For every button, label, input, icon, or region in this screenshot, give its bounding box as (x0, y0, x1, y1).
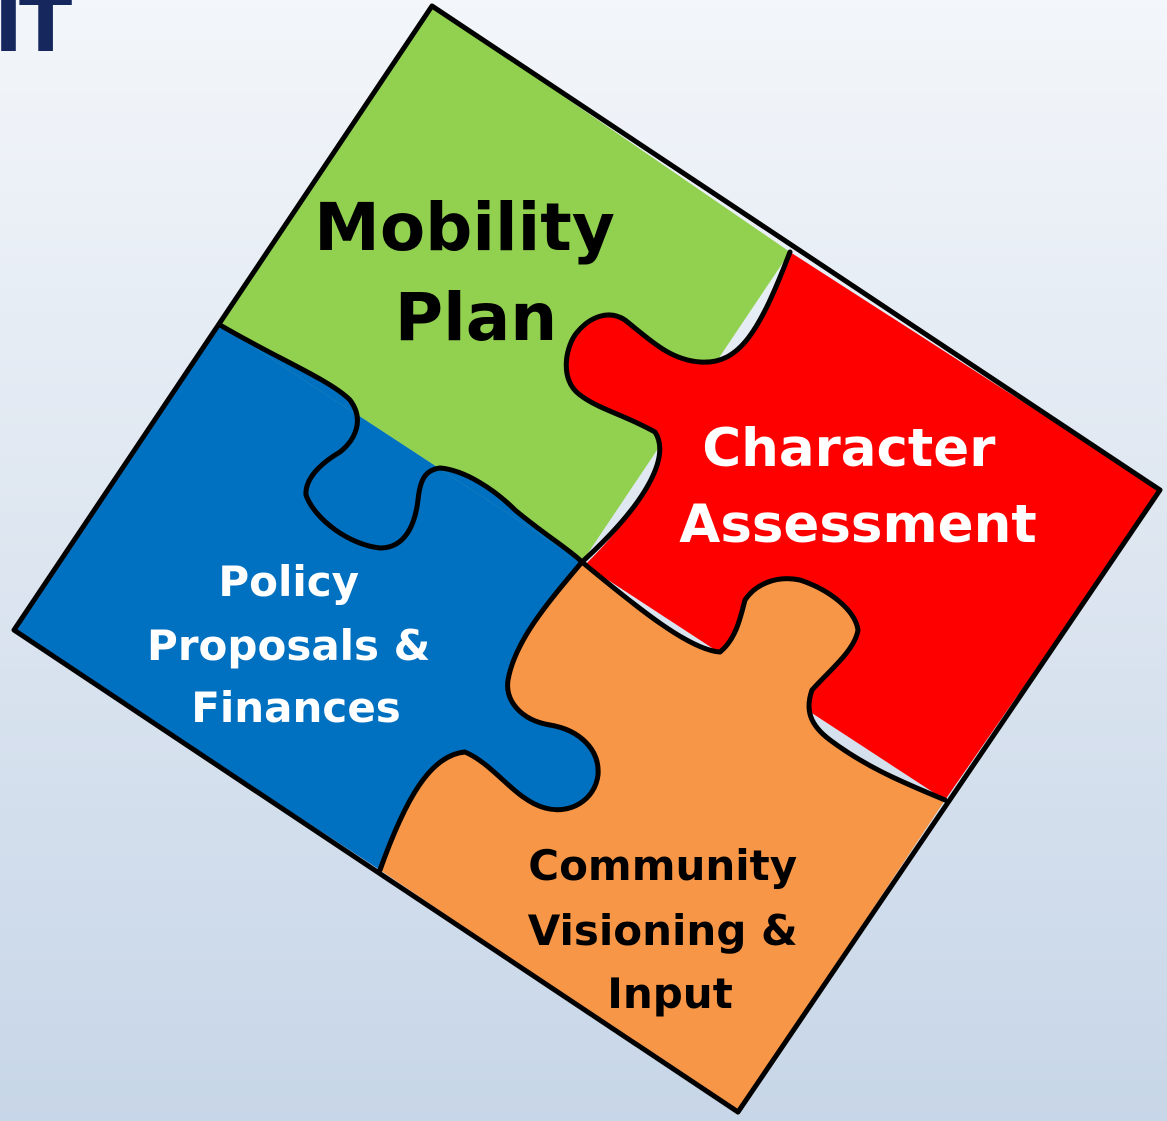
label-character: Character Assessment (679, 418, 1036, 555)
puzzle-piece-character (566, 252, 1160, 800)
label-policy-line-1: Policy (218, 557, 359, 606)
label-community: Community Visioning & Input (528, 841, 813, 1018)
puzzle-piece-policy (14, 325, 599, 870)
label-character-line-1: Character (702, 418, 995, 479)
label-community-line-3: Input (607, 969, 733, 1018)
puzzle-outline (11, 3, 1163, 1115)
seam-green-blue (217, 322, 585, 565)
label-mobility: Mobility Plan (314, 189, 638, 356)
label-character-line-2: Assessment (679, 494, 1036, 555)
seam-blue-orange (377, 559, 601, 873)
puzzle-piece-community (380, 562, 945, 1112)
label-mobility-line-2: Plan (395, 279, 558, 356)
label-policy: Policy Proposals & Finances (147, 557, 445, 732)
page-title: IT (0, 0, 72, 70)
seam-green-red (563, 249, 793, 565)
label-community-line-1: Community (528, 841, 797, 890)
label-mobility-line-1: Mobility (314, 189, 615, 266)
seam-red-orange (579, 559, 948, 803)
label-policy-line-2: Proposals & (147, 621, 430, 670)
label-policy-line-3: Finances (191, 683, 401, 732)
label-community-line-2: Visioning & (528, 906, 798, 955)
